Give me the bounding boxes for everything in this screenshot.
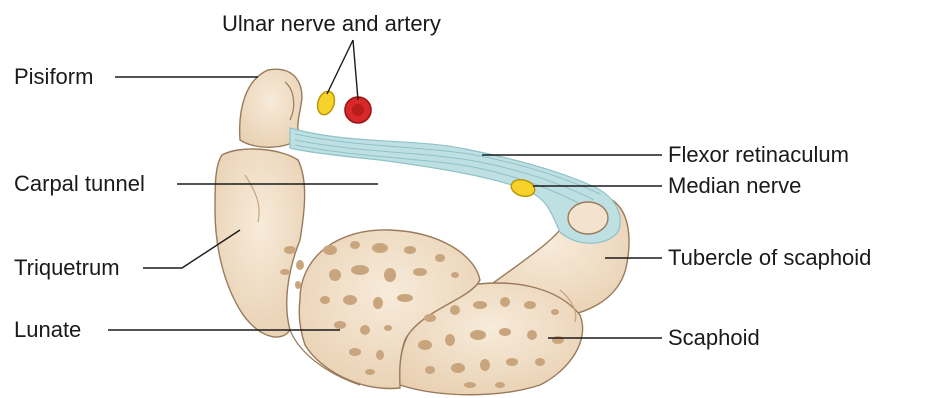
triquetrum-shape xyxy=(215,149,305,337)
label-lunate: Lunate xyxy=(14,318,81,342)
label-triquetrum: Triquetrum xyxy=(14,256,120,280)
label-flexor-retinaculum: Flexor retinaculum xyxy=(668,143,849,167)
tubercle-knob xyxy=(568,202,608,234)
label-ulnar-nerve-and-artery: Ulnar nerve and artery xyxy=(222,12,441,36)
label-scaphoid: Scaphoid xyxy=(668,326,760,350)
label-carpal-tunnel: Carpal tunnel xyxy=(14,172,145,196)
ulnar-nerve-shape xyxy=(315,89,338,117)
label-pisiform: Pisiform xyxy=(14,65,93,89)
label-median-nerve: Median nerve xyxy=(668,174,801,198)
label-tubercle-of-scaphoid: Tubercle of scaphoid xyxy=(668,246,871,270)
